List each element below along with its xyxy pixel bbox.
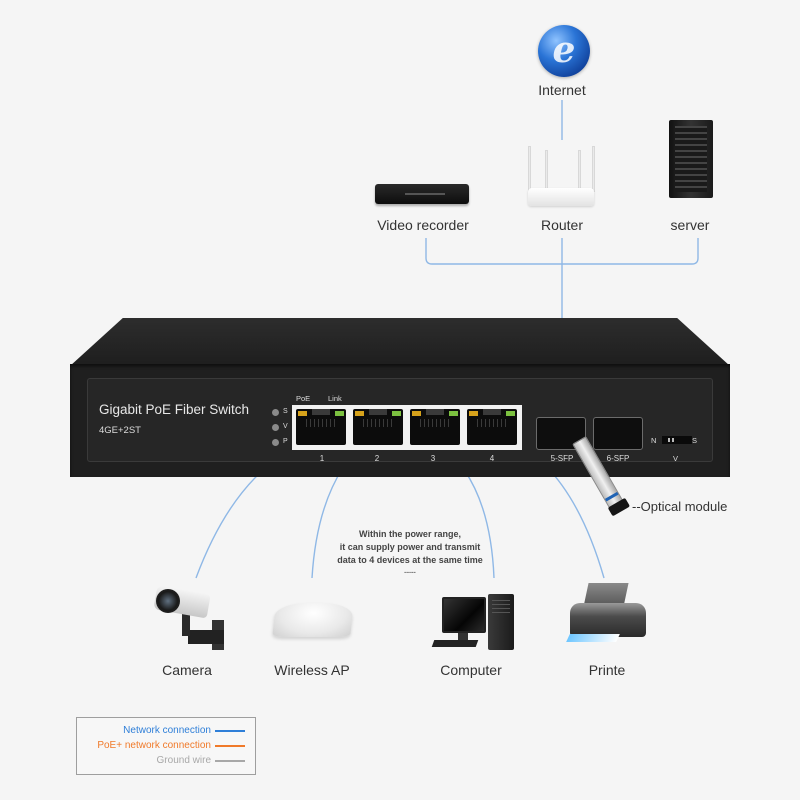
note-line: ...... (404, 568, 416, 575)
computer-icon (442, 597, 486, 633)
camera-lens (156, 589, 180, 613)
legend-label: Network connection (123, 725, 211, 736)
link-header-label: Link (328, 394, 342, 403)
port-number: 1 (319, 454, 325, 463)
dip-label-s: S (692, 436, 698, 445)
internet-globe-icon: e (538, 25, 590, 77)
poe-led (412, 411, 421, 416)
note-line: data to 4 devices at the same time (337, 555, 483, 565)
poe-led (469, 411, 478, 416)
router-label: Router (540, 217, 584, 233)
router-antenna (528, 146, 531, 192)
note-line: it can supply power and transmit (339, 542, 481, 552)
rj45-port-3[interactable] (410, 409, 460, 445)
camera-label: Camera (162, 662, 212, 678)
legend-item: Network connection (123, 725, 245, 736)
legend-item: PoE+ network connection (97, 740, 245, 751)
camera-arm (182, 612, 190, 636)
link-led (392, 411, 401, 416)
computer-stand (458, 633, 468, 641)
dip-label-v: V (673, 454, 679, 463)
sfp-label: 6-SFP (606, 454, 630, 463)
status-led (272, 439, 279, 446)
switch-model: 4GE+2ST (99, 425, 141, 436)
wireless-ap-icon (272, 603, 354, 637)
poe-led (298, 411, 307, 416)
optical-module-label: --Optical module (632, 499, 728, 514)
computer-label: Computer (440, 662, 502, 678)
legend-label: PoE+ network connection (97, 740, 211, 751)
sfp-label: 5-SFP (550, 454, 574, 463)
server-icon (669, 120, 713, 198)
legend-line (215, 744, 245, 747)
wireless-ap-label: Wireless AP (274, 662, 350, 678)
router-icon (528, 188, 594, 206)
link-led (335, 411, 344, 416)
status-led (272, 409, 279, 416)
printer-icon (570, 603, 646, 637)
camera-mount (188, 630, 224, 644)
printer-paper-output (566, 634, 620, 642)
legend-line (215, 759, 245, 762)
switch-name: Gigabit PoE Fiber Switch (99, 402, 250, 417)
wire-top-bus (425, 238, 699, 265)
poe-led (355, 411, 364, 416)
legend-item: Ground wire (157, 755, 245, 766)
led-label-p: P (283, 438, 288, 445)
note-line: Within the power range, (359, 529, 461, 539)
video-recorder-icon (375, 184, 469, 204)
computer-keyboard (431, 640, 479, 647)
sfp-port-6[interactable] (593, 417, 643, 450)
rj45-port-2[interactable] (353, 409, 403, 445)
link-led (506, 411, 515, 416)
server-label: server (670, 217, 710, 233)
legend: Network connection PoE+ network connecti… (76, 717, 256, 775)
status-led (272, 424, 279, 431)
computer-tower (488, 594, 514, 650)
router-antenna (592, 146, 595, 192)
dip-label-n: N (651, 436, 657, 445)
poe-capability-note: Within the power range, it can supply po… (300, 528, 520, 576)
port-number: 3 (430, 454, 436, 463)
dip-switch[interactable] (662, 436, 692, 444)
rj45-port-1[interactable] (296, 409, 346, 445)
printer-label: Printe (588, 662, 626, 678)
legend-line (215, 729, 245, 732)
link-led (449, 411, 458, 416)
legend-label: Ground wire (156, 755, 211, 766)
switch-top-cover (70, 318, 730, 366)
poe-header-label: PoE (296, 394, 311, 403)
port-number: 4 (489, 454, 495, 463)
video-recorder-label: Video recorder (377, 217, 469, 233)
internet-label: Internet (538, 82, 586, 98)
port-number: 2 (374, 454, 380, 463)
led-label-s: S (283, 408, 288, 415)
led-label-v: V (283, 423, 288, 430)
rj45-port-4[interactable] (467, 409, 517, 445)
